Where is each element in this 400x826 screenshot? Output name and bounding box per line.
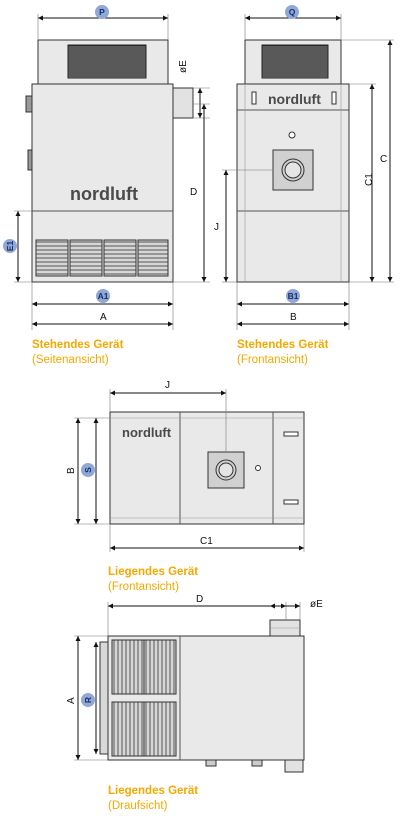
dim-E-top: øE xyxy=(310,599,323,610)
caption-sub-lying-top: (Draufsicht) xyxy=(108,800,168,812)
dim-B-front: B xyxy=(290,312,297,323)
caption-title-lying-top: Liegendes Gerät xyxy=(108,785,199,797)
caption-sub-standing-front: (Frontansicht) xyxy=(237,354,308,366)
dim-J-front: J xyxy=(214,222,219,233)
view-standing-front: nordluft Q C C1 J B1 B xyxy=(214,5,394,330)
badge-P-label: P xyxy=(99,7,105,17)
badge-S xyxy=(81,463,95,477)
view-lying-front: nordluft J B S C1 xyxy=(66,380,305,552)
badge-R xyxy=(81,693,95,707)
badge-Q xyxy=(285,5,299,19)
caption-title-lying-front: Liegendes Gerät xyxy=(108,566,199,578)
caption-title-standing-front: Stehendes Gerät xyxy=(237,339,329,351)
badge-E1-label: E1 xyxy=(5,241,15,252)
front-brand-logo: nordluft xyxy=(268,91,321,107)
view-lying-top: D øE A R xyxy=(66,594,323,773)
badge-R-label: R xyxy=(83,697,93,703)
dim-J-lying: J xyxy=(165,380,170,391)
badge-A1-label: A1 xyxy=(98,291,109,301)
side-vent-left xyxy=(35,239,69,277)
side-vent-mid2 xyxy=(103,239,137,277)
badge-E1 xyxy=(3,239,17,253)
top-vent-3 xyxy=(111,701,145,757)
dim-D-side: D xyxy=(190,187,197,198)
side-vent-mid xyxy=(69,239,103,277)
brand-logo: nordluft xyxy=(70,184,138,204)
view-standing-side: nordluft P øE D E1 A1 A xyxy=(3,5,210,330)
dim-C1-lying: C1 xyxy=(200,536,213,547)
badge-B1 xyxy=(286,289,300,303)
dim-C-front: C xyxy=(380,154,387,165)
badge-P xyxy=(95,5,109,19)
badge-Q-label: Q xyxy=(289,7,296,17)
caption-sub-lying-front: (Frontansicht) xyxy=(108,581,179,593)
top-vent-1 xyxy=(111,639,145,695)
badge-S-label: S xyxy=(83,467,93,473)
dim-E-side: øE xyxy=(178,60,189,73)
caption-title-standing-side: Stehendes Gerät xyxy=(32,339,124,351)
lying-brand-logo: nordluft xyxy=(122,425,172,440)
dim-A-side: A xyxy=(100,312,107,323)
dim-D-top: D xyxy=(196,594,203,605)
top-grille xyxy=(67,44,147,79)
dim-C1-front: C1 xyxy=(364,173,375,186)
front-top-grille xyxy=(261,44,329,79)
side-vent-right xyxy=(137,239,169,277)
dim-B-lying: B xyxy=(66,467,77,474)
top-vent-4 xyxy=(143,701,177,757)
top-vent-2 xyxy=(143,639,177,695)
caption-sub-standing-side: (Seitenansicht) xyxy=(32,354,109,366)
badge-A1 xyxy=(96,289,110,303)
dim-A-top: A xyxy=(66,697,77,704)
badge-B1-label: B1 xyxy=(288,291,299,301)
